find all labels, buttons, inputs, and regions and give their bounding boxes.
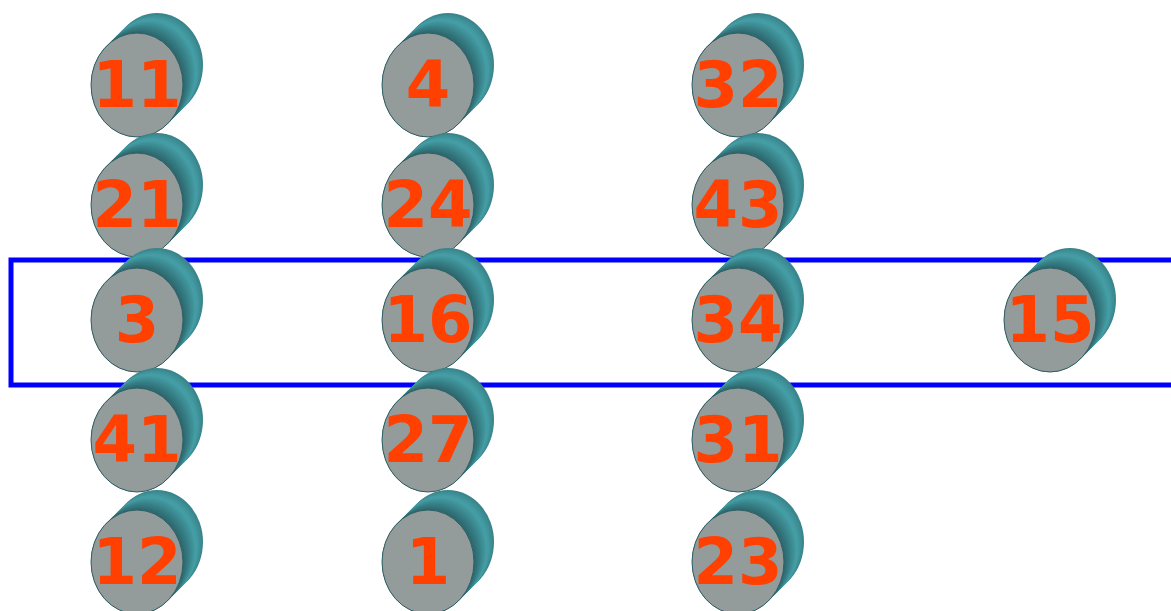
disk-node: 43: [683, 130, 813, 260]
disk-number: 16: [373, 285, 483, 355]
disk-node: 24: [373, 130, 503, 260]
disk-number: 43: [683, 170, 793, 240]
disk-number: 24: [373, 170, 483, 240]
disk-number: 32: [683, 50, 793, 120]
disk-number: 11: [82, 50, 192, 120]
disk-node: 3: [82, 245, 212, 375]
disk-number: 27: [373, 405, 483, 475]
disk-node: 12: [82, 487, 212, 611]
disk-node: 23: [683, 487, 813, 611]
disk-node: 27: [373, 365, 503, 495]
disk-number: 34: [683, 285, 793, 355]
disk-node: 32: [683, 10, 813, 140]
disk-number: 31: [683, 405, 793, 475]
disk-number: 3: [82, 285, 192, 355]
disk-node: 11: [82, 10, 212, 140]
disk-number: 15: [995, 285, 1105, 355]
disk-number: 41: [82, 405, 192, 475]
disk-number: 4: [373, 50, 483, 120]
disk-node: 41: [82, 365, 212, 495]
disk-node: 31: [683, 365, 813, 495]
disk-node: 21: [82, 130, 212, 260]
disk-node: 1: [373, 487, 503, 611]
disk-node: 34: [683, 245, 813, 375]
disk-number: 21: [82, 170, 192, 240]
disk-number: 1: [373, 527, 483, 597]
disk-node: 16: [373, 245, 503, 375]
disk-number: 23: [683, 527, 793, 597]
disk-node: 15: [995, 245, 1125, 375]
disk-number: 12: [82, 527, 192, 597]
disk-node: 4: [373, 10, 503, 140]
